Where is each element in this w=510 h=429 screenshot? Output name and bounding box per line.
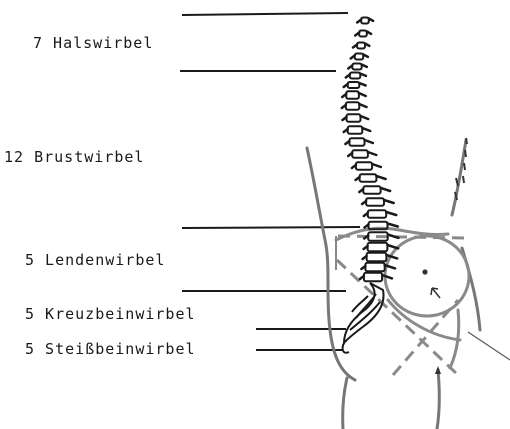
vertebra [368,210,386,218]
pubic-extension-line [468,332,510,360]
cervical-top-line [182,13,348,15]
pelvis [336,228,469,368]
sacrum [343,283,384,353]
vertebra [348,82,360,88]
spinous-process [348,65,367,69]
vertebra [359,31,367,37]
sacrum-outline [344,283,384,343]
spinous-process [357,19,373,23]
label-lumbar: 5 Lendenwirbel [25,253,165,268]
spinous-process [363,255,398,259]
spinal-column [342,18,399,282]
vertebra [367,253,387,261]
label-sacral: 5 Kreuzbeinwirbel [25,307,196,322]
vertebra [348,126,363,134]
vertebra [361,18,369,24]
vertebra [349,138,364,146]
spinous-process [361,265,395,269]
conjugate-line [338,236,468,238]
hip-center-dot [422,269,427,274]
vertebra [350,73,361,79]
body-outline [307,140,480,429]
thigh-line [437,370,439,429]
vertebra [346,91,359,99]
spinous-process [353,44,369,48]
vertebra [365,263,384,272]
spinous-process [364,245,399,249]
vertebra [347,114,361,122]
vertebra [356,162,372,170]
pointer-lines [180,13,360,350]
vertebra [363,186,380,194]
lumbar-top-line [182,227,360,228]
vertebra [352,150,368,158]
label-thoracic: 12 Brustwirbel [4,150,144,165]
coccyx [343,343,349,353]
vertebra [352,64,361,70]
spinous-process [351,55,368,59]
buttock-line [343,378,347,429]
hip-arrow-shaft [432,288,440,298]
vertebra [368,243,388,252]
vertebra [346,102,360,110]
iliac-crest [336,228,448,240]
spinous-process [355,32,371,36]
label-coccygeal: 5 Steißbeinwirbel [25,342,196,357]
label-cervical: 7 Halswirbel [33,36,153,51]
back-contour [307,148,355,380]
vertebra [360,174,377,182]
vertebra [355,54,364,60]
vertebra [366,198,384,206]
leg-arrow [435,366,441,374]
vertebra [364,273,382,282]
